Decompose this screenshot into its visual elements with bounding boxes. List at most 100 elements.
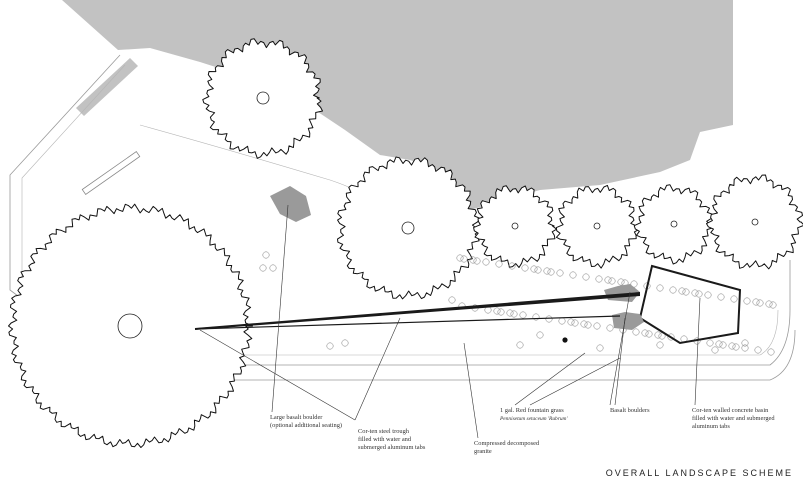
tree-northwest-trunk [256, 91, 270, 105]
label-fountain-grass: 1 gal. Red fountain grass Pennisetum set… [500, 407, 568, 423]
tree-east-1-trunk [511, 222, 519, 230]
ground-cover-circle [767, 348, 775, 356]
tree-large-west-canopy [8, 203, 253, 448]
ground-cover-circle [717, 293, 725, 301]
ground-cover-circle [456, 254, 464, 262]
ground-cover-circle [547, 268, 555, 276]
gravel-dots-group [259, 251, 777, 356]
ground-cover-circle [732, 343, 740, 351]
ground-cover-circle [495, 260, 503, 268]
ground-cover-circle [769, 301, 777, 309]
ground-cover-circle [508, 262, 516, 270]
ground-cover-circle [669, 286, 677, 294]
ground-cover-circle [691, 289, 699, 297]
label-grass-line1: 1 gal. Red fountain grass [500, 407, 564, 414]
ground-cover-circle [741, 344, 749, 352]
label-granite-line2: granite [474, 448, 492, 456]
ground-cover-circle [711, 346, 719, 354]
ground-cover-circle [341, 339, 349, 347]
label-trough-line2: filled with water and [358, 436, 412, 444]
ground-cover-circle [667, 333, 675, 341]
ground-cover-circle [741, 339, 749, 347]
ground-cover-circle [695, 290, 703, 298]
ground-cover-circle [596, 344, 604, 352]
leader-lines [199, 204, 701, 439]
building-wing [76, 58, 138, 116]
ground-cover-circle [752, 298, 760, 306]
drawing-title: OVERALL LANDSCAPE SCHEME [605, 468, 793, 478]
ground-cover-circle [460, 255, 468, 263]
ground-cover-circle [506, 309, 514, 317]
label-corten-trough: Cor-ten steel trough filled with water a… [358, 428, 425, 453]
ground-cover-circle [584, 321, 592, 329]
label-boulder-line2: (optional additional seating) [270, 422, 343, 430]
label-basalt-boulders: Basalt boulders [610, 407, 650, 415]
label-trough-line3: submerged aluminum tabs [358, 444, 426, 452]
tree-east-1-canopy [473, 185, 558, 268]
site-lower-edge [40, 329, 796, 381]
tree-center-canopy [337, 156, 481, 300]
ground-cover-circle [682, 288, 690, 296]
ground-cover-circle [497, 308, 505, 316]
ground-cover-circle [473, 257, 481, 265]
ground-cover-circle [743, 297, 751, 305]
ground-cover-circle [569, 271, 577, 279]
ground-cover-circle [482, 258, 490, 266]
ground-cover-circle [534, 266, 542, 274]
ground-cover-circle [259, 264, 267, 272]
ground-cover-circle [604, 276, 612, 284]
ground-cover-circle [580, 320, 588, 328]
ground-cover-circle [556, 269, 564, 277]
ground-cover-circle [765, 300, 773, 308]
tree-east-2-canopy [555, 184, 640, 269]
ground-cover-circle [617, 278, 625, 286]
ground-cover-circle [654, 331, 662, 339]
tree-east-4-canopy [706, 174, 803, 270]
ground-cover-circle [519, 311, 527, 319]
label-decomposed-granite: Compressed decomposed granite [474, 440, 539, 456]
ground-cover-circle [510, 310, 518, 318]
ground-cover-circle [608, 277, 616, 285]
trough-line [194, 293, 641, 330]
ground-cover-circle [632, 328, 640, 336]
ground-cover-circle [754, 346, 762, 354]
ground-cover-circle [730, 295, 738, 303]
label-grass-line2: Pennisetum setaceum 'Rubrum' [500, 416, 568, 423]
large-basalt-boulder [270, 186, 311, 222]
ground-cover-circle [521, 264, 529, 272]
tree-east-4-trunk [751, 218, 759, 226]
tree-northwest-canopy [202, 38, 323, 159]
ground-cover-circle [493, 307, 501, 315]
label-basin-line3: aluminum tabs [692, 423, 730, 431]
ground-cover-circle [536, 331, 544, 339]
ground-cover-circle [641, 329, 649, 337]
label-basalt-line1: Basalt boulders [610, 407, 650, 414]
ground-cover-circle [706, 339, 714, 347]
ground-cover-circle [532, 313, 540, 321]
ground-cover-circle [545, 315, 553, 323]
ground-cover-circle [543, 267, 551, 275]
tree-east-2-trunk [593, 222, 601, 230]
ground-cover-circle [656, 341, 664, 349]
ground-cover-circle [715, 340, 723, 348]
label-granite-line1: Compressed decomposed [474, 440, 540, 447]
ground-cover-circle [593, 322, 601, 330]
ground-cover-circle [719, 341, 727, 349]
tree-east-3-canopy [633, 184, 715, 265]
label-basin-line2: filled with water and submerged [692, 415, 775, 423]
ground-cover-circle [469, 256, 477, 264]
ground-cover-circle [606, 324, 614, 332]
ground-cover-circle [571, 319, 579, 327]
ground-cover-circle [704, 291, 712, 299]
bench [81, 151, 141, 195]
label-trough-line1: Cor-ten steel trough [358, 428, 409, 435]
ground-cover-circle [656, 284, 664, 292]
ground-cover-circle [326, 342, 334, 350]
basalt-boulder-2 [612, 312, 644, 330]
tree-large-west-trunk [117, 313, 143, 339]
ground-cover-circle [269, 264, 277, 272]
ground-cover-circle [728, 342, 736, 350]
tree-center-trunk [401, 221, 415, 235]
